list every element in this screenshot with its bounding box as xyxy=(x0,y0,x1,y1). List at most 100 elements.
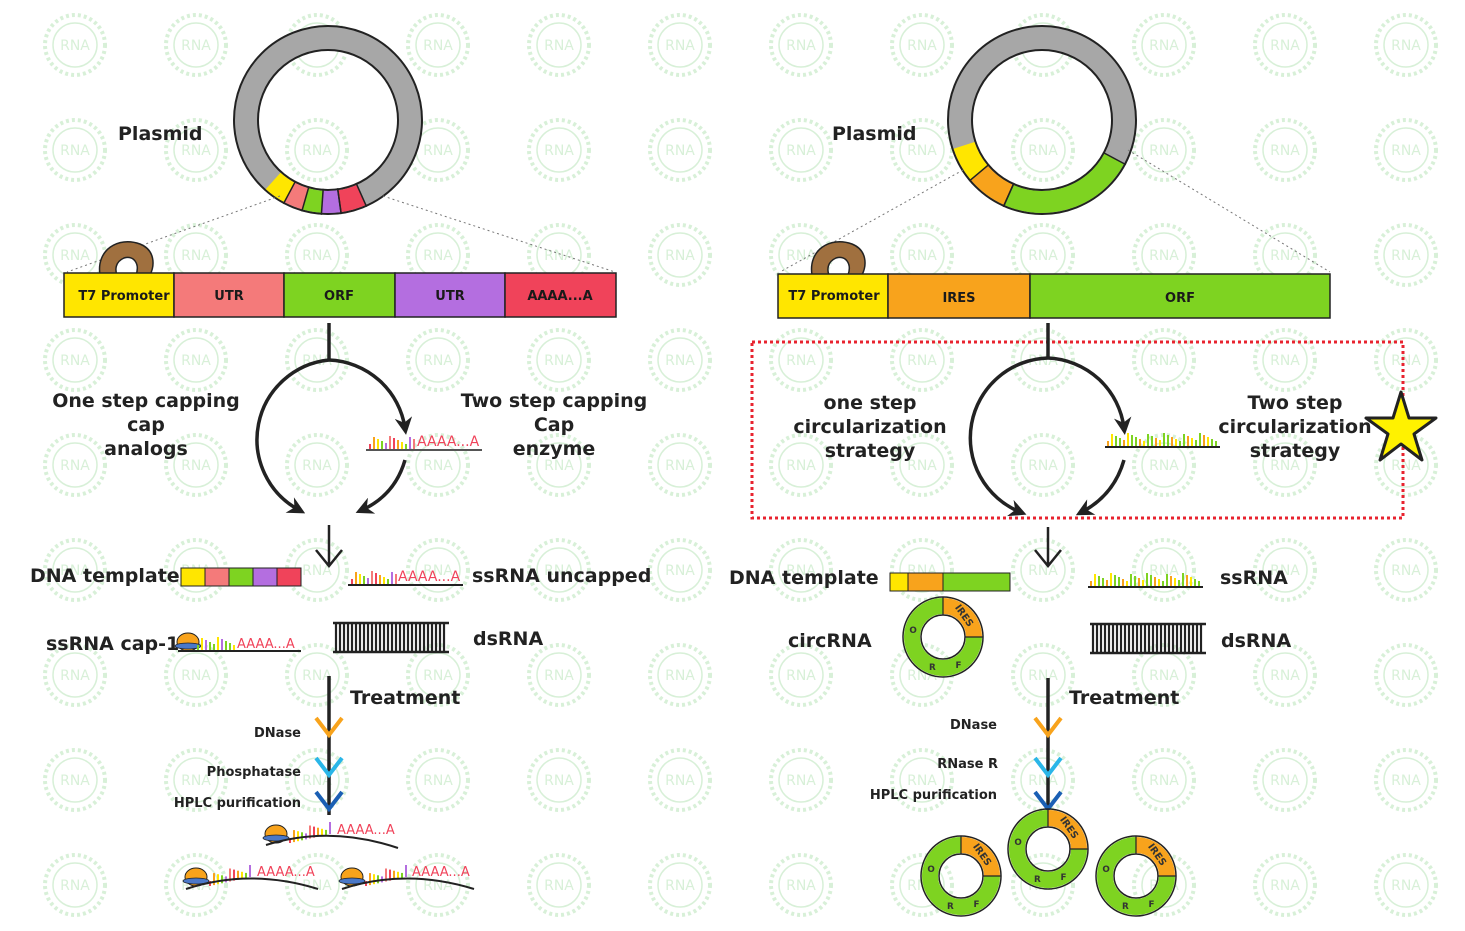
svg-text:AAAA...A: AAAA...A xyxy=(398,569,461,585)
left-t7-promoter: T7 Promoter xyxy=(78,289,170,304)
left-step-dnase: DNase xyxy=(254,726,301,741)
ring-orf-label: O xyxy=(927,865,934,875)
watermark-text: RNA xyxy=(1270,458,1300,474)
svg-text:strategy: strategy xyxy=(825,440,916,462)
right-plasmid-label: Plasmid xyxy=(832,123,916,145)
right-ssrna-label: ssRNA xyxy=(1220,567,1288,589)
right-step-rnase-r: RNase R xyxy=(937,757,998,772)
svg-text:analogs: analogs xyxy=(104,438,188,460)
ring-orf-label: F xyxy=(1149,900,1155,910)
watermark-text: RNA xyxy=(60,773,90,789)
right-t7-promoter: T7 Promoter xyxy=(788,289,880,304)
left-rna-strand-top: AAAA...A xyxy=(366,434,482,451)
ring-orf-label: F xyxy=(974,900,980,910)
polymerase-icon xyxy=(98,241,154,276)
watermark-text: RNA xyxy=(544,353,574,369)
watermark-text: RNA xyxy=(1270,38,1300,54)
left-treatment-label: Treatment xyxy=(350,687,460,709)
watermark-text: RNA xyxy=(665,563,695,579)
svg-text:AAAA...A: AAAA...A xyxy=(337,823,395,838)
watermark-text: RNA xyxy=(544,773,574,789)
watermark-text: RNA xyxy=(60,38,90,54)
left-final-mrna-3: AAAA...A xyxy=(338,865,475,890)
watermark-text: RNA xyxy=(60,878,90,894)
svg-text:One step capping: One step capping xyxy=(52,390,240,412)
polymerase-icon xyxy=(810,241,866,276)
ring-orf-label: O xyxy=(1102,865,1109,875)
watermark-text: RNA xyxy=(1028,668,1058,684)
watermark-text: RNA xyxy=(302,143,332,159)
watermark-text: RNA xyxy=(665,773,695,789)
right-construct-bar: T7 Promoter IRES ORF xyxy=(777,273,1331,319)
watermark-text: RNA xyxy=(423,563,453,579)
watermark-text: RNA xyxy=(544,248,574,264)
watermark-text: RNA xyxy=(1270,143,1300,159)
left-plasmid-label: Plasmid xyxy=(118,123,202,145)
ring-orf-label: O xyxy=(1014,838,1021,848)
right-orf: ORF xyxy=(1165,291,1195,306)
right-step-hplc: HPLC purification xyxy=(870,788,997,803)
plasmid-segment xyxy=(302,188,324,213)
left-polya: AAAA...A xyxy=(527,289,592,304)
watermark-text: RNA xyxy=(423,38,453,54)
watermark-text: RNA xyxy=(544,563,574,579)
watermark-text: RNA xyxy=(1149,38,1179,54)
ring-orf-label: F xyxy=(1061,873,1067,883)
watermark-text: RNA xyxy=(181,668,211,684)
watermark-text: RNA xyxy=(60,563,90,579)
watermark-text: RNA xyxy=(907,353,937,369)
plasmid-segment xyxy=(970,165,1014,205)
right-dsrna-label: dsRNA xyxy=(1221,630,1291,652)
watermark-text: RNA xyxy=(60,353,90,369)
watermark-text: RNA xyxy=(665,458,695,474)
svg-text:circularization: circularization xyxy=(1218,416,1371,438)
watermark-text: RNA xyxy=(60,248,90,264)
watermark-text: RNA xyxy=(786,353,816,369)
watermark-text: RNA xyxy=(302,563,332,579)
watermark-text: RNA xyxy=(907,458,937,474)
left-construct-bar: T7 Promoter UTR ORF UTR AAAA...A xyxy=(63,272,617,318)
watermark-text: RNA xyxy=(1270,563,1300,579)
right-ssrna-strand xyxy=(1088,573,1203,588)
left-step-phosphatase: Phosphatase xyxy=(207,765,302,780)
watermark-text: RNA xyxy=(665,878,695,894)
right-panel: Plasmid T7 Promoter IRES ORF xyxy=(729,25,1438,917)
ring-orf-label: R xyxy=(1034,875,1041,885)
watermark-text: RNA xyxy=(907,38,937,54)
watermark-text: RNA xyxy=(302,668,332,684)
watermark-text: RNA xyxy=(302,878,332,894)
left-orf: ORF xyxy=(324,289,354,304)
ring-orf-label: F xyxy=(956,661,962,671)
watermark-text: RNA xyxy=(1391,563,1421,579)
plasmid-segment xyxy=(265,172,295,203)
watermark-text: RNA xyxy=(1149,353,1179,369)
ring-orf-label: R xyxy=(929,663,936,673)
left-ssrna-uncapped-label: ssRNA uncapped xyxy=(472,565,651,587)
watermark-text: RNA xyxy=(786,38,816,54)
watermark-text: RNA xyxy=(1149,458,1179,474)
watermark-text: RNA xyxy=(1391,143,1421,159)
left-plasmid: Plasmid xyxy=(118,25,423,215)
svg-text:cap: cap xyxy=(127,414,165,436)
watermark-text: RNA xyxy=(302,248,332,264)
svg-text:enzyme: enzyme xyxy=(513,438,596,460)
watermark-text: RNA xyxy=(786,563,816,579)
watermark-text: RNA xyxy=(1391,878,1421,894)
watermark-text: RNA xyxy=(907,248,937,264)
right-plasmid: Plasmid xyxy=(832,25,1137,215)
right-dna-template-bar xyxy=(889,572,1011,592)
watermark-text: RNA xyxy=(1391,353,1421,369)
left-step-hplc: HPLC purification xyxy=(174,796,301,811)
right-one-step-text: one step circularization strategy xyxy=(793,392,946,462)
watermark-text: RNA xyxy=(907,773,937,789)
plasmid-segment xyxy=(1004,153,1125,213)
left-capping-arrows xyxy=(255,323,413,514)
watermark-text: RNA xyxy=(423,353,453,369)
right-dna-template-label: DNA template xyxy=(729,567,879,589)
right-circrna-label: circRNA xyxy=(788,630,872,652)
watermark-text: RNA xyxy=(665,353,695,369)
